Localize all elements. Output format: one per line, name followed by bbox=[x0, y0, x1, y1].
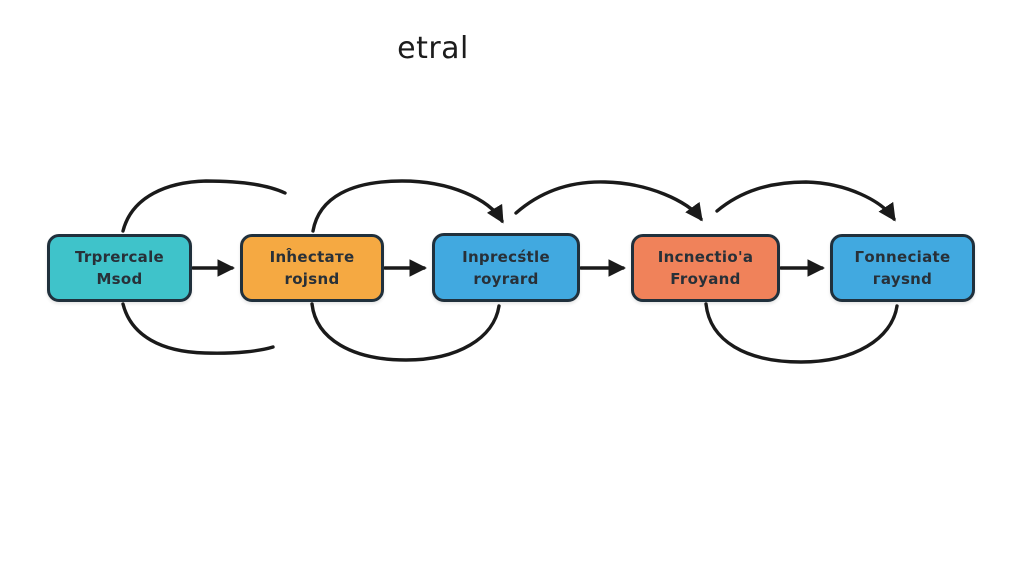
diagram-title: etral bbox=[397, 31, 469, 66]
flow-node-stage-5: Γonneciate гaysnd bbox=[830, 234, 975, 302]
node-label-line2: royrard bbox=[473, 269, 539, 288]
node-label-line1: Γonneciate bbox=[854, 248, 951, 266]
top-arc-stage3-stage4 bbox=[514, 180, 703, 222]
flow-node-stage-1: Trprercale Msod bbox=[47, 234, 192, 302]
node-label-line2: Msod bbox=[96, 270, 143, 288]
node-label-line1: Trprercale bbox=[74, 248, 164, 266]
flow-node-stage-2: Inĥectaтe rojsnd bbox=[240, 234, 384, 302]
node-label-line1: Incnectio'a bbox=[657, 248, 754, 266]
node-label-line2: Froyand bbox=[670, 270, 741, 288]
node-label-line2: rojsnd bbox=[284, 270, 340, 288]
top-arc-stage1 bbox=[121, 179, 287, 233]
node-label-line2: гaysnd bbox=[872, 270, 933, 288]
bottom-arc-stage4-stage5 bbox=[704, 302, 899, 364]
bottom-arc-stage2-stage3 bbox=[310, 302, 501, 362]
top-arc-stage2-stage3 bbox=[311, 179, 504, 233]
bottom-arc-stage1 bbox=[121, 302, 275, 355]
flow-node-stage-4: Incnectio'a Froyand bbox=[631, 234, 780, 302]
flow-node-stage-3: Inprecśtle royrard bbox=[432, 233, 580, 302]
top-arc-stage4-stage5 bbox=[715, 180, 896, 222]
node-label-line1: Inĥectaтe bbox=[269, 248, 355, 266]
node-label-line1: Inprecśtle bbox=[462, 247, 550, 266]
